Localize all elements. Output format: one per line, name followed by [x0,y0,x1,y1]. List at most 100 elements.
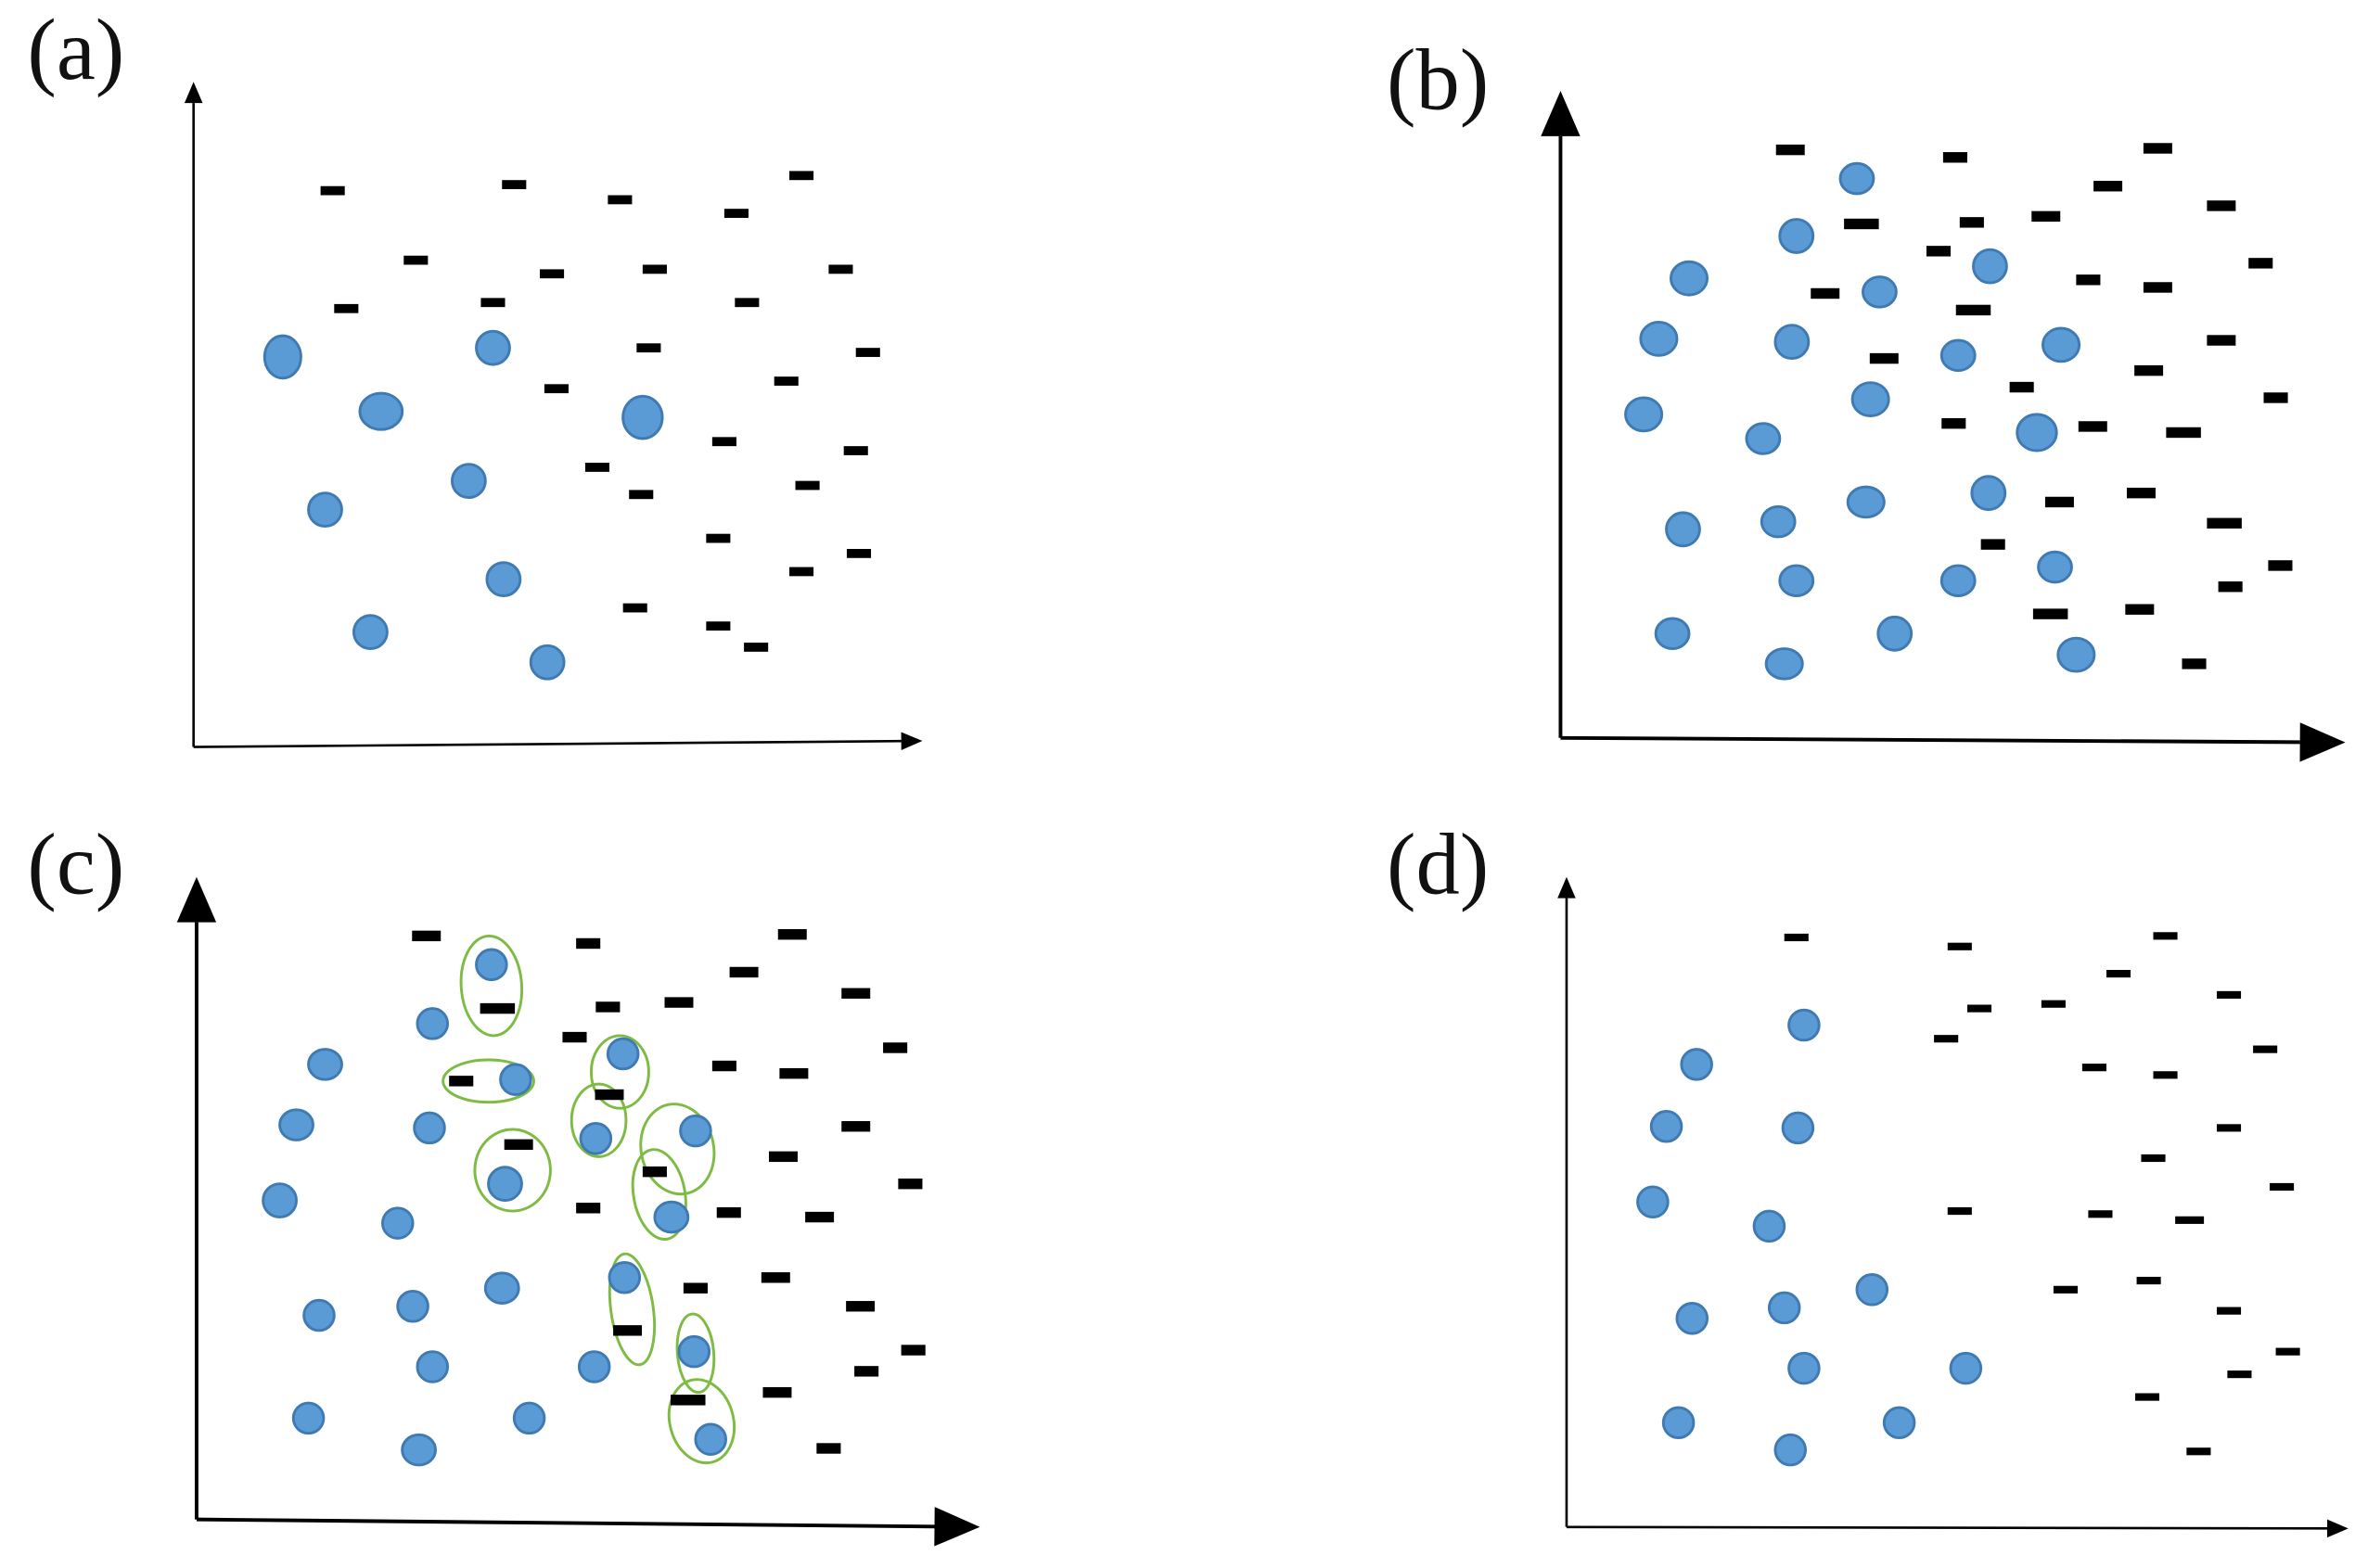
panel-label-d: (d) [1387,817,1489,913]
minus-marker [2166,427,2201,439]
circle-marker [1970,475,2007,512]
axes-layer [176,82,2349,1547]
circle-marker [475,948,508,982]
minus-marker [716,1206,741,1218]
circle-marker [475,329,511,366]
circle-marker [1636,1185,1670,1219]
minus-marker [683,1282,708,1294]
nearest-neighbor-ellipse [442,1058,535,1104]
circle-marker [1675,1302,1709,1335]
circle-marker [1639,320,1679,357]
minus-marker [2093,181,2123,192]
minus-marker [613,1325,643,1336]
circle-marker [1745,422,1782,455]
circle-markers-layer [262,161,2096,1467]
circle-marker [1939,564,1977,597]
minus-marker [576,1203,601,1214]
circle-marker [1787,1351,1821,1385]
minus-marker [584,463,609,472]
minus-marker [2218,581,2243,593]
minus-marker [854,1366,879,1377]
axis-arrowhead [2326,1519,2349,1538]
circle-marker [1773,324,1811,361]
minus-marker [2153,1071,2178,1079]
minus-marker [2227,1370,2252,1379]
minus-marker [403,255,429,265]
axis-arrowhead [1557,876,1576,899]
circle-marker [606,1037,640,1071]
minus-marker [706,533,731,543]
axis-arrowhead [2299,722,2346,762]
circle-marker [485,561,522,597]
circle-marker [262,1182,298,1219]
minus-marker [2134,364,2164,376]
minus-marker [2253,1045,2278,1053]
circle-marker [1949,1351,1983,1385]
minus-marker [2216,990,2242,999]
circle-marker [302,1298,336,1332]
minus-marker [2182,658,2207,669]
minus-marker [2088,1210,2113,1218]
axis-line [193,739,902,748]
circle-marker [487,1166,523,1203]
circle-marker [416,1350,450,1383]
circle-marker [1773,1433,1808,1467]
minus-marker [642,1166,667,1178]
circle-marker [1624,396,1664,433]
circle-marker [1654,617,1691,651]
panel-label-b: (b) [1387,32,1489,129]
minus-marker [2141,1154,2166,1163]
minus-marker [2175,1216,2205,1224]
minus-marker [480,1002,516,1014]
nearest-neighbor-ellipse [639,1103,716,1196]
minus-marker [855,348,880,357]
minus-marker [2053,1285,2078,1294]
circle-marker [358,391,404,431]
circle-marker [1778,564,1815,597]
minus-marker [711,437,736,447]
minus-marker [744,643,769,652]
circle-marker [512,1401,546,1435]
minus-marker [805,1211,835,1223]
minus-marker [2031,210,2061,223]
circle-marker [529,644,566,681]
minus-marker [1955,304,1991,316]
axis-arrowhead [184,82,203,104]
circle-marker [2042,326,2081,363]
minus-marker [846,548,872,558]
circle-marker [499,1063,532,1096]
circle-marker [1669,260,1709,297]
minus-marker [1941,417,1966,429]
minus-marker [622,603,647,613]
minus-marker [1775,144,1805,156]
minus-marker [544,384,569,394]
minus-marker [504,1139,533,1151]
minus-marker [2207,517,2242,529]
minus-marker [2270,1182,2295,1192]
circle-marker [2016,413,2058,453]
minus-marker [2106,970,2131,978]
minus-marker [795,480,820,491]
minus-marker [828,264,853,274]
minus-marker [2081,1064,2106,1072]
minus-marker [576,937,601,950]
minus-marker [1811,287,1840,300]
nearest-neighbor-ellipse [608,1252,657,1367]
minus-marker [816,1443,841,1454]
minus-marker [2009,381,2034,393]
circle-marker [677,1334,711,1369]
minus-marker [320,185,345,196]
axis-arrowhead [901,732,923,751]
panel-labels-layer: (a) (b) (c) (d) [27,2,1489,913]
circle-marker [1855,1273,1889,1307]
circle-marker [307,1048,343,1081]
minus-marker [636,343,661,353]
minus-marker [2207,200,2236,211]
minus-marker [334,303,359,313]
ellipses-layer [442,934,736,1465]
minus-marker [777,929,807,940]
minus-marker [502,180,527,189]
minus-markers-layer [320,143,2300,1456]
nearest-neighbor-ellipse [589,1034,650,1110]
circle-marker [1760,504,1797,539]
